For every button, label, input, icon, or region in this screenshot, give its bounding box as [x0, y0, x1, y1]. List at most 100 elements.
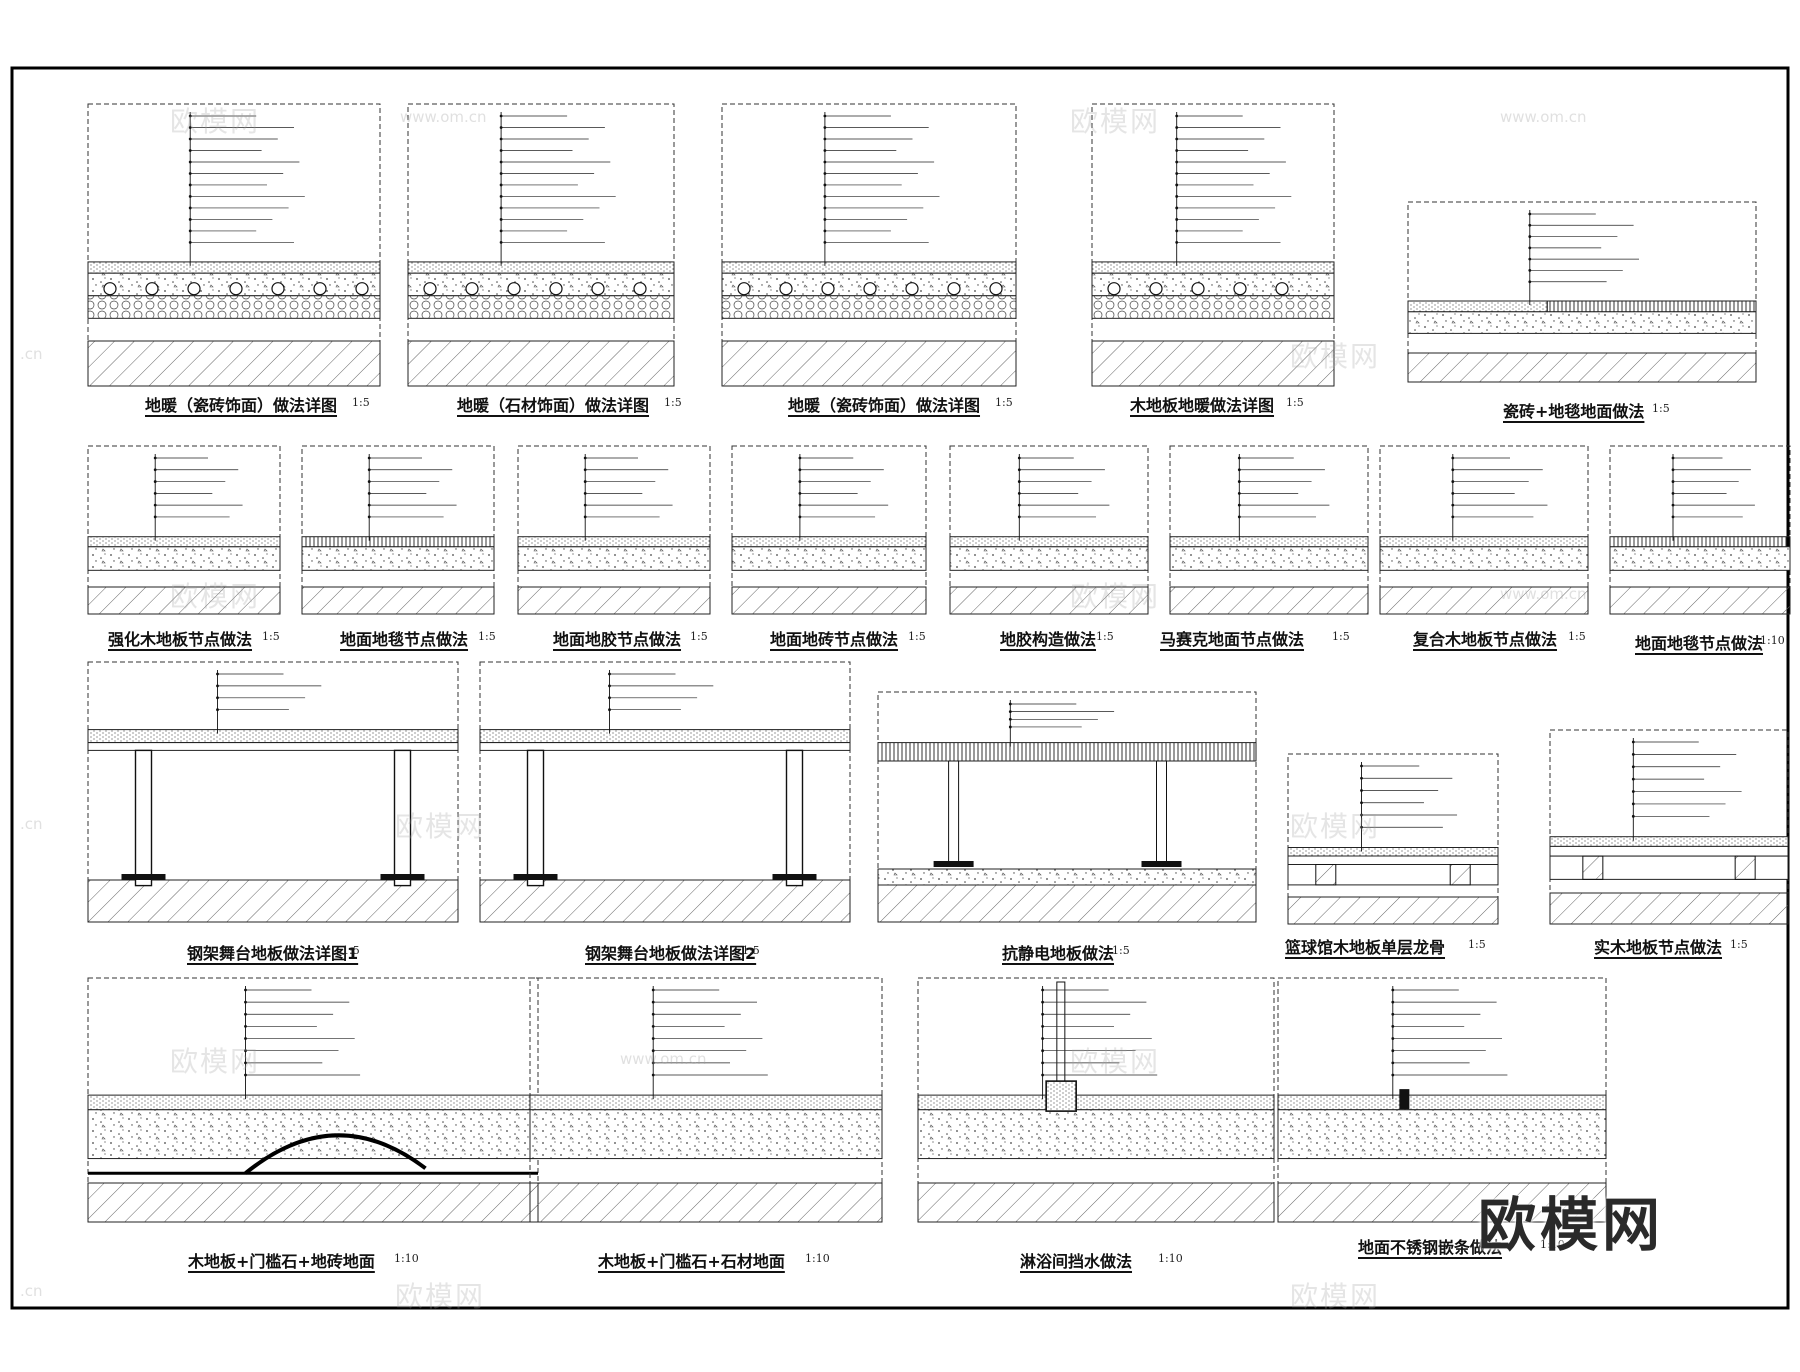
leader-dot	[244, 1025, 247, 1028]
finish-layer	[87, 261, 381, 274]
detail-drawing-2	[721, 103, 1017, 387]
leader-dot	[153, 503, 157, 507]
detail-title: 实木地板节点做法	[1594, 938, 1723, 957]
detail-drawing-21	[1277, 977, 1607, 1223]
steel-joist	[479, 742, 851, 751]
leader-dot	[608, 684, 611, 688]
detail-scale: 1:5	[262, 630, 280, 643]
heating-pipe	[465, 282, 479, 296]
leader-dot	[1671, 503, 1675, 507]
leader-dot	[651, 1012, 655, 1016]
waterproof-hump	[244, 1133, 427, 1175]
leader-dot	[1528, 235, 1532, 238]
leader-dot	[1237, 515, 1241, 519]
leader-dot	[651, 1000, 655, 1004]
wood-joist	[1449, 864, 1471, 886]
screed-layer	[1169, 546, 1369, 571]
leader-dot	[367, 468, 371, 472]
leader-dot	[499, 137, 503, 141]
finish-layer	[407, 261, 675, 274]
structural-slab	[721, 340, 1017, 387]
structural-slab	[301, 586, 495, 615]
screed-layer	[917, 1109, 1275, 1160]
subfloor	[1549, 845, 1789, 857]
base-plate	[380, 874, 425, 880]
leader-dot	[1451, 468, 1455, 472]
leader-dot	[798, 456, 802, 460]
wood-joist	[1582, 855, 1604, 880]
finish-layer	[1091, 261, 1335, 274]
detail-title: 钢架舞台地板做法详图2	[585, 944, 757, 963]
heating-pipe	[737, 282, 751, 296]
detail-drawing-1	[407, 103, 675, 387]
insulation-layer	[87, 295, 381, 319]
leader-dot	[1631, 740, 1635, 744]
screed-layer	[407, 272, 675, 297]
heating-pipe	[1191, 282, 1205, 296]
structural-slab	[731, 586, 927, 615]
heating-pipe	[355, 282, 369, 296]
detail-title: 木地板+门槛石+地砖地面	[188, 1252, 375, 1271]
leader-dot	[188, 206, 192, 210]
raised-panel	[877, 742, 1257, 762]
leader-dot	[1237, 456, 1241, 460]
detail-title: 地面地胶节点做法	[553, 630, 682, 649]
structural-slab	[87, 1182, 539, 1223]
leader-dot	[823, 160, 827, 164]
structural-slab	[87, 879, 459, 923]
leader-dot	[244, 1073, 247, 1077]
leader-dot	[1360, 801, 1363, 805]
leader-dot	[1175, 126, 1179, 129]
heating-pipe	[633, 282, 647, 296]
leader-dot	[244, 1012, 247, 1016]
detail-scale: 1:5	[1568, 630, 1586, 643]
detail-drawing-20	[917, 977, 1275, 1223]
leader-dot	[1631, 802, 1635, 806]
steel-strip	[1399, 1089, 1410, 1110]
stage-board	[87, 729, 459, 744]
leader-dot	[1017, 515, 1021, 519]
leader-dot	[1041, 988, 1044, 992]
finish-layer	[1379, 536, 1589, 548]
leader-dot	[1041, 1061, 1044, 1065]
leader-dot	[1391, 1073, 1395, 1077]
heating-pipe	[947, 282, 961, 296]
leader-dot	[153, 515, 157, 519]
leader-dot	[367, 515, 371, 519]
finish-layer	[1609, 536, 1791, 548]
leader-dot	[153, 491, 157, 495]
structural-slab	[949, 586, 1149, 615]
leader-dot	[608, 696, 611, 700]
screed-layer	[949, 546, 1149, 571]
leader-dot	[1451, 515, 1455, 519]
detail-title: 地面地毯节点做法	[1635, 634, 1764, 653]
leader-dot	[244, 988, 247, 992]
heating-pipe	[187, 282, 201, 296]
detail-scale: 1:5	[1730, 938, 1748, 951]
detail-drawing-17	[1549, 729, 1789, 925]
detail-scale: 1:5	[478, 630, 496, 643]
heating-pipe	[229, 282, 243, 296]
detail-scale: 1:5	[342, 944, 360, 957]
leader-dot	[1008, 710, 1012, 714]
detail-title: 地面不锈钢嵌条做法	[1358, 1238, 1503, 1257]
leader-dot	[499, 172, 503, 175]
leader-dot	[1175, 172, 1179, 175]
finish-layer	[301, 536, 495, 548]
finish-layer	[1169, 536, 1369, 548]
leader-dot	[823, 218, 827, 221]
detail-title: 篮球馆木地板单层龙骨	[1285, 938, 1446, 957]
leader-dot	[1360, 764, 1363, 768]
leader-dot	[823, 229, 827, 233]
leader-dot	[1041, 1073, 1044, 1077]
steel-column	[526, 749, 545, 887]
leader-dot	[608, 672, 611, 676]
leader-dot	[1671, 491, 1675, 495]
leader-dot	[499, 160, 503, 164]
leader-dot	[1391, 988, 1395, 992]
leader-dot	[1528, 269, 1532, 272]
structural-slab	[1609, 586, 1791, 615]
detail-title: 地暖（瓷砖饰面）做法详图	[145, 396, 338, 415]
screed-layer	[87, 1109, 539, 1160]
